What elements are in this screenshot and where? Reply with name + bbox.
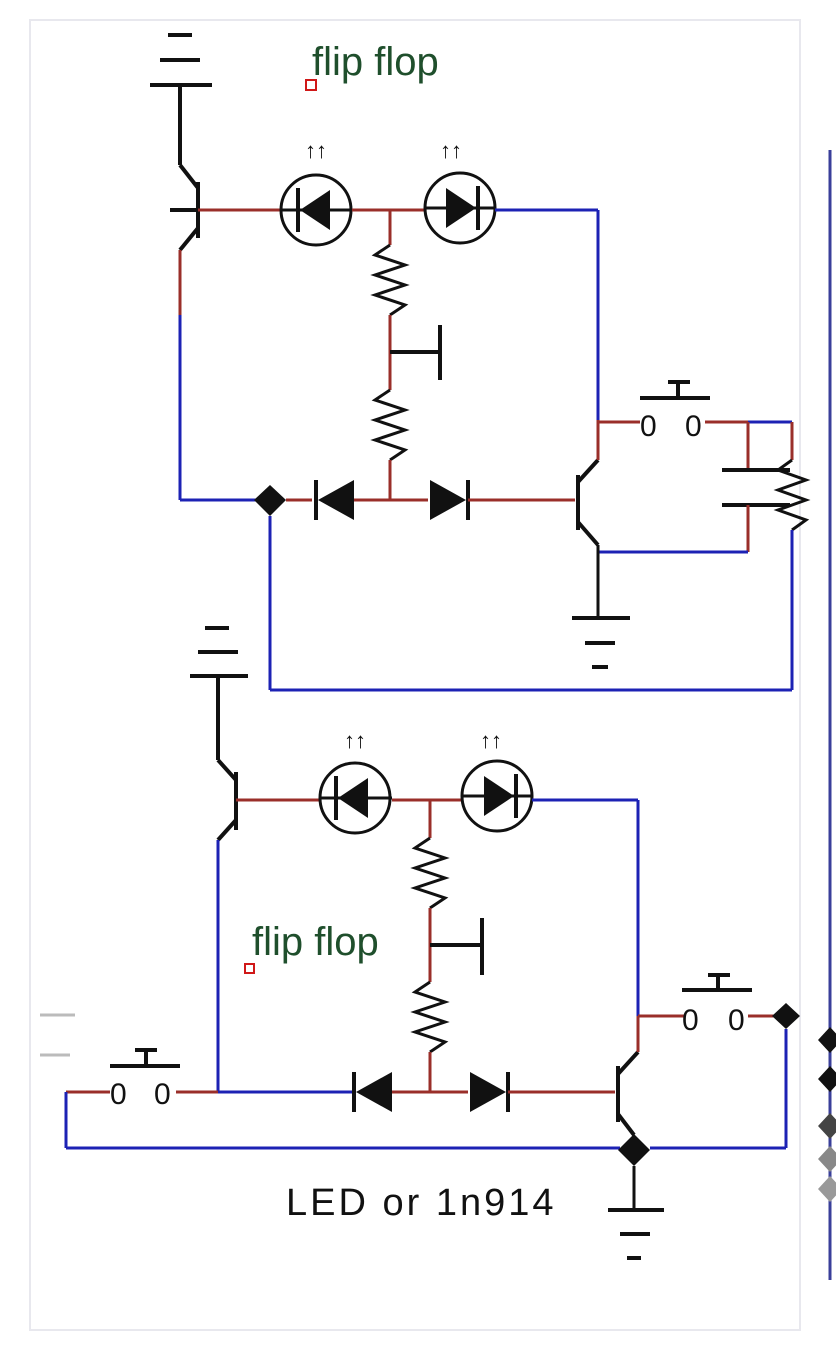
transistor-icon [616, 1050, 640, 1137]
led-icon: ↑↑ [318, 728, 392, 835]
diode-icon [314, 480, 354, 520]
push-switch-icon: 0 0 [638, 973, 776, 1037]
svg-text:↑↑: ↑↑ [305, 138, 327, 163]
svg-text:0: 0 [110, 1078, 127, 1111]
junction-icon [772, 1003, 800, 1029]
push-switch-icon: 0 0 [66, 1048, 218, 1111]
push-switch-icon: 0 0 [598, 380, 748, 443]
svg-text:0: 0 [728, 1004, 745, 1037]
ground-icon [608, 1166, 664, 1260]
svg-text:↑↑: ↑↑ [440, 138, 462, 163]
svg-text:0: 0 [640, 410, 657, 443]
svg-text:0: 0 [685, 410, 702, 443]
led-icon: ↑↑ [423, 138, 497, 245]
svg-text:↑↑: ↑↑ [344, 728, 366, 753]
junction-icon [618, 1134, 650, 1166]
resistor-icon [410, 800, 450, 982]
capacitor-icon [722, 468, 790, 507]
led-icon: ↑↑ [279, 138, 353, 247]
anchor-marker [244, 963, 255, 974]
bottom-flip-flop: ↑↑ ↑↑ [40, 626, 836, 1260]
diode-icon [470, 1072, 510, 1112]
svg-text:0: 0 [154, 1078, 171, 1111]
component-note: LED or 1n914 [286, 1182, 557, 1224]
resistor-icon [773, 422, 811, 690]
resistor-icon [370, 388, 410, 500]
ground-icon [572, 545, 630, 669]
diode-icon [430, 480, 470, 520]
transistor-icon [216, 758, 238, 842]
resistor-icon [410, 980, 450, 1092]
resistor-icon [370, 210, 410, 390]
battery-icon [150, 33, 212, 165]
diode-icon [352, 1072, 392, 1112]
svg-text:↑↑: ↑↑ [480, 728, 502, 753]
transistor-icon [170, 163, 200, 315]
transistor-icon [576, 458, 600, 547]
bottom-flip-flop-label: flip flop [252, 920, 379, 964]
top-flip-flop: ↑↑ ↑↑ [150, 33, 811, 692]
anchor-marker [305, 79, 317, 91]
led-icon: ↑↑ [460, 728, 534, 833]
battery-icon [190, 626, 248, 760]
junction-icon [254, 485, 286, 516]
svg-text:0: 0 [682, 1004, 699, 1037]
top-flip-flop-label: flip flop [312, 40, 439, 84]
edge-junctions [818, 1027, 836, 1202]
